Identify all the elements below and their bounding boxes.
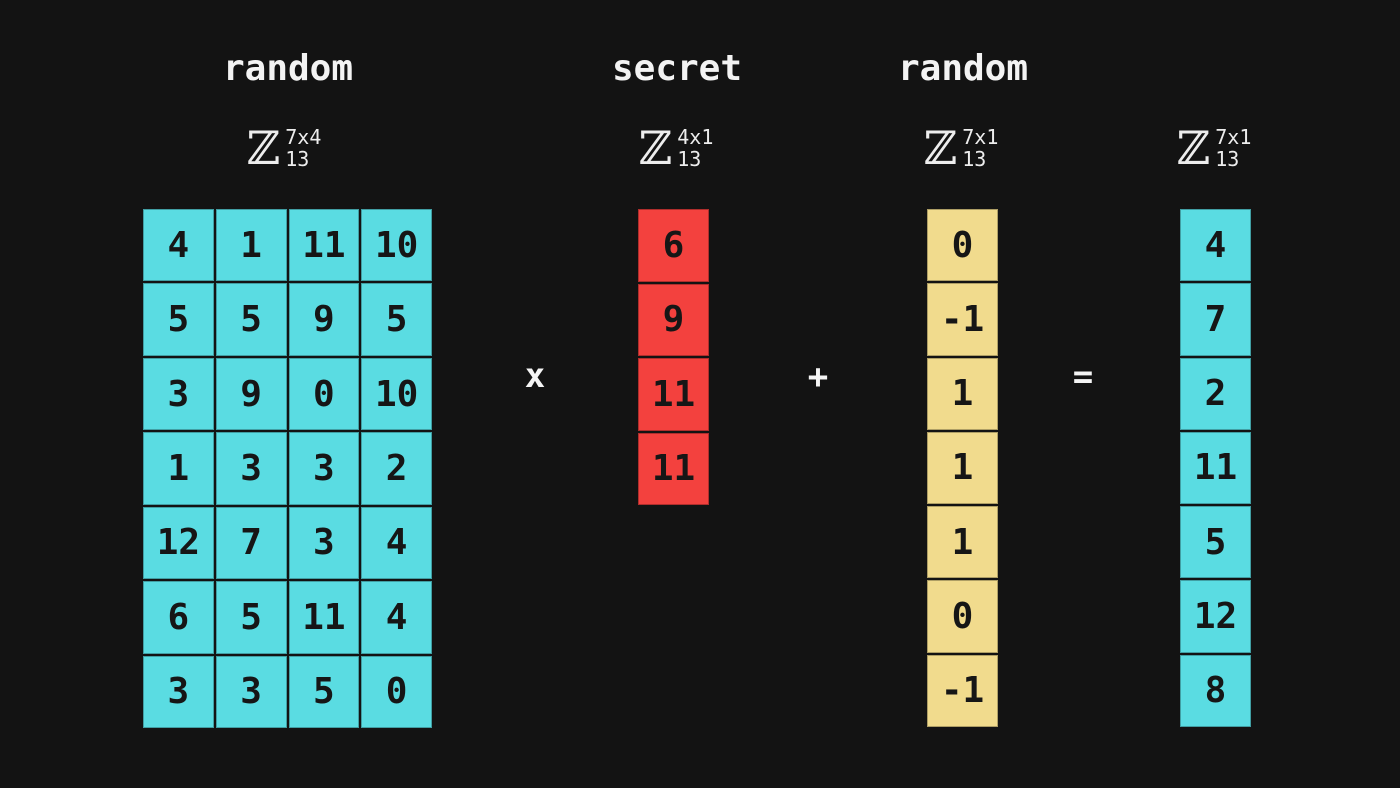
matrix-cell: 3	[215, 655, 287, 728]
matrix-cell: 11	[288, 581, 360, 654]
dims-superscript: 7x1	[1215, 124, 1252, 149]
matrix-cell: 1	[927, 506, 998, 579]
matrix-cell: 1	[927, 431, 998, 505]
matrix-cell: 7	[215, 506, 287, 580]
matrix-cell: 10	[361, 209, 432, 282]
dims-superscript: 7x1	[962, 124, 999, 149]
matrix-cell: 0	[927, 209, 998, 282]
matrix-cell: 11	[1180, 431, 1251, 505]
matrix-cell: 4	[361, 506, 432, 580]
matrix-cell: 1	[143, 432, 214, 505]
matrix-cell: 3	[215, 432, 287, 505]
matrix-cell: 10	[361, 357, 432, 431]
integers-set-symbol: ℤ	[1176, 121, 1211, 175]
matrix-cell: 11	[638, 432, 709, 505]
matrix-cell: 9	[288, 283, 360, 356]
matrix-cell: 2	[1180, 357, 1251, 430]
dims-superscript: 4x1	[677, 124, 714, 149]
matrix-cell: 4	[143, 209, 214, 282]
matrix-a-title: random	[222, 48, 354, 89]
dims-superscript: 7x4	[285, 124, 322, 149]
multiply-operator: x	[524, 356, 546, 396]
modulus-subscript: 13	[285, 147, 310, 171]
matrix-a-dimension-label: ℤ 7x4 13	[247, 121, 322, 175]
integers-set-symbol: ℤ	[638, 121, 673, 175]
modulus-subscript: 13	[1215, 147, 1240, 171]
modulus-subscript: 13	[677, 147, 702, 171]
matrix-cell: 11	[638, 358, 709, 431]
matrix-cell: 4	[1180, 209, 1251, 282]
matrix-cell: -1	[927, 283, 998, 356]
matrix-cell: 12	[1180, 580, 1251, 653]
matrix-cell: 0	[927, 580, 998, 653]
matrix-cell: 12	[143, 506, 214, 580]
plus-operator: +	[807, 357, 829, 397]
matrix-cell: 4	[361, 581, 432, 654]
matrix-cell: 5	[143, 283, 214, 356]
matrix-cell: 0	[361, 655, 432, 728]
noise-dimension-label: ℤ 7x1 13	[924, 121, 999, 175]
result-dimension-label: ℤ 7x1 13	[1177, 121, 1252, 175]
matrix-cell: 5	[361, 283, 432, 356]
matrix-cell: 5	[288, 655, 360, 728]
equals-operator: =	[1072, 357, 1094, 397]
matrix-cell: 7	[1180, 283, 1251, 356]
matrix-cell: 1	[927, 357, 998, 430]
modulus-subscript: 13	[962, 147, 987, 171]
matrix-cell: 3	[143, 357, 214, 431]
matrix-cell: 3	[143, 655, 214, 728]
noise-title: random	[897, 48, 1029, 89]
matrix-cell: 5	[1180, 506, 1251, 579]
integers-set-symbol: ℤ	[923, 121, 958, 175]
matrix-cell: 0	[288, 357, 360, 431]
matrix-cell: 1	[215, 209, 287, 282]
secret-title: secret	[611, 48, 743, 89]
integers-set-symbol: ℤ	[246, 121, 281, 175]
matrix-cell: 8	[1180, 654, 1251, 727]
matrix-cell: 11	[288, 209, 360, 282]
secret-dimension-label: ℤ 4x1 13	[639, 121, 714, 175]
matrix-cell: 6	[143, 581, 214, 654]
matrix-cell: 3	[288, 506, 360, 580]
matrix-cell: 9	[638, 283, 709, 356]
matrix-cell: 5	[215, 283, 287, 356]
matrix-cell: -1	[927, 654, 998, 727]
matrix-cell: 3	[288, 432, 360, 505]
matrix-cell: 9	[215, 357, 287, 431]
matrix-cell: 5	[215, 581, 287, 654]
matrix-cell: 2	[361, 432, 432, 505]
matrix-cell: 6	[638, 209, 709, 282]
